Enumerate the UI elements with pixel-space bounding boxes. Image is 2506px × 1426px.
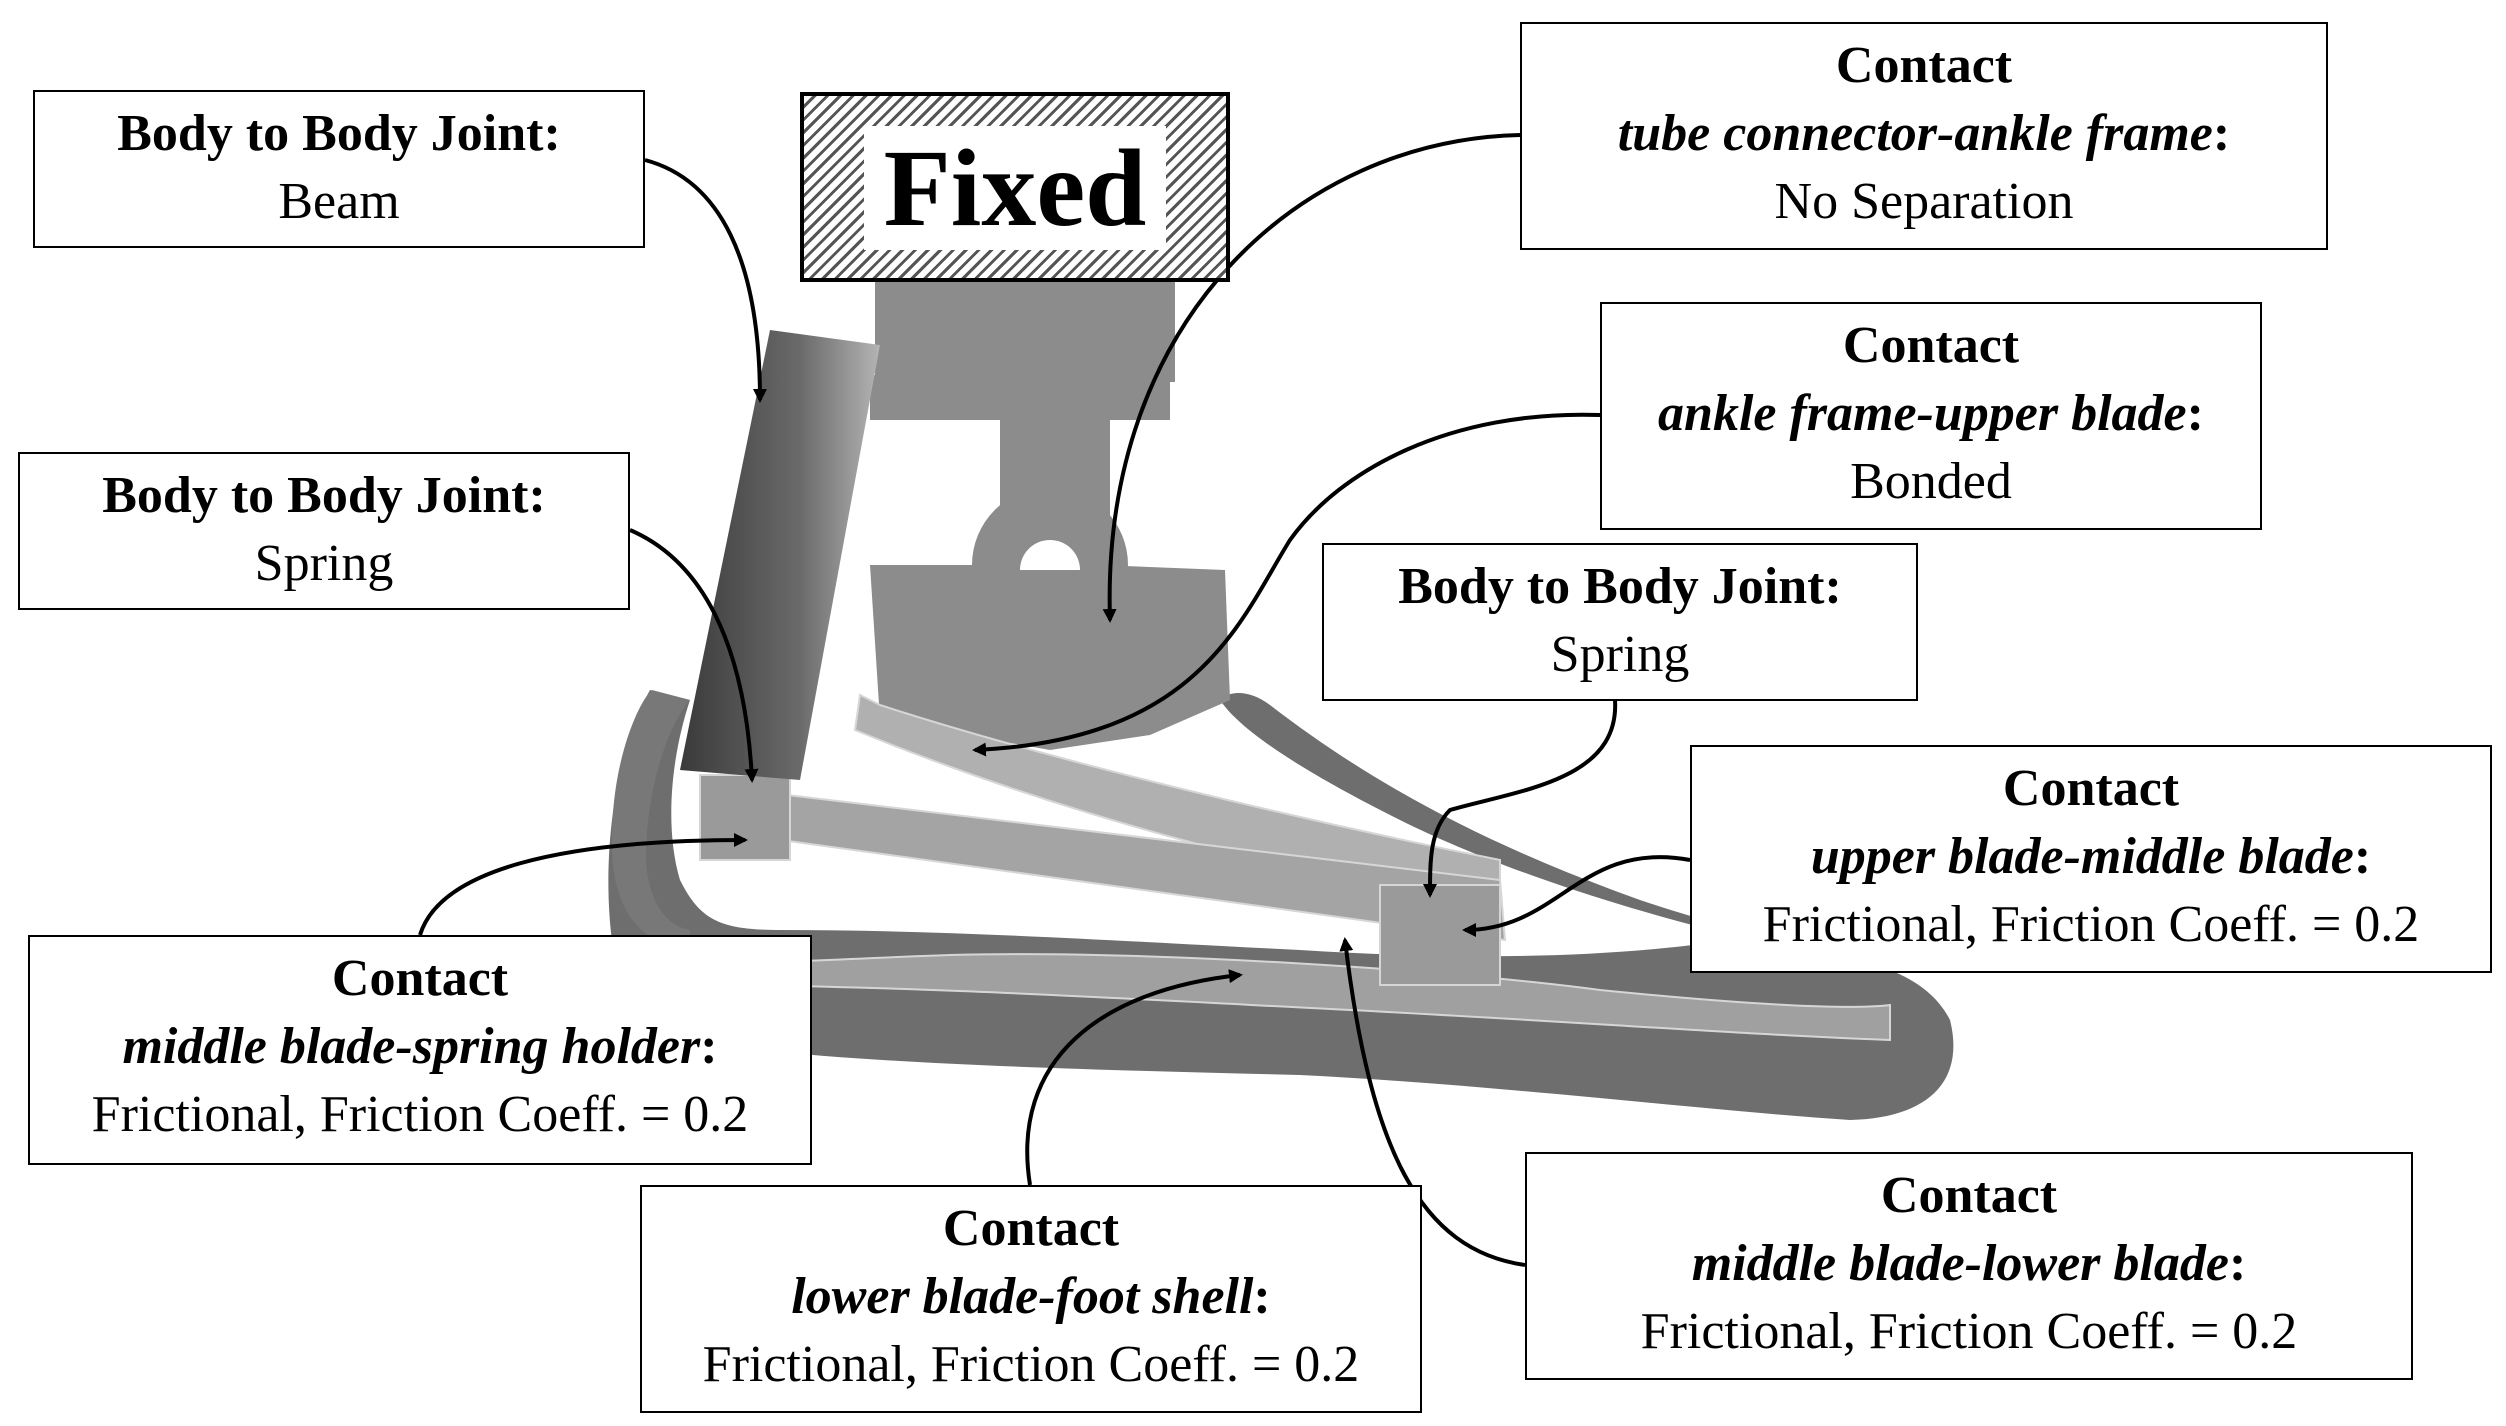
- tube-connector: [875, 282, 1175, 382]
- label-value: No Separation: [1774, 173, 2074, 230]
- arrow-joint-spring-2: [1423, 699, 1618, 898]
- arrow-joint-beam: [644, 158, 767, 403]
- label-value: Frictional, Friction Coeff. = 0.2: [91, 1086, 749, 1143]
- label-contact-middle: Contact middle blade-lower blade: Fricti…: [1525, 1152, 2413, 1380]
- label-title: Body to Body Joint:: [1398, 558, 1842, 615]
- arrow-joint-spring-1: [629, 528, 759, 783]
- label-subject: upper blade-middle blade: [1810, 828, 2354, 885]
- label-title: Contact: [331, 950, 509, 1007]
- label-title: Body to Body Joint:: [102, 467, 546, 524]
- label-subject: middle blade-lower blade: [1691, 1235, 2229, 1292]
- label-joint-spring-1: Body to Body Joint: Spring: [18, 452, 630, 610]
- label-contact-lower: Contact lower blade-foot shell: Friction…: [640, 1185, 1422, 1413]
- spring-holder: [699, 774, 791, 861]
- label-title: Contact: [1880, 1167, 2058, 1224]
- label-title: Contact: [942, 1200, 1120, 1257]
- label-value: Spring: [1550, 626, 1690, 683]
- label-subject: middle blade-spring holder: [122, 1018, 701, 1075]
- label-value: Frictional, Friction Coeff. = 0.2: [1640, 1303, 2298, 1360]
- fixed-label: Fixed: [864, 126, 1166, 250]
- ankle-frame-flange: [870, 375, 1170, 420]
- label-contact-upper: Contact upper blade-middle blade: Fricti…: [1690, 745, 2492, 973]
- arrow-contact-ankle: [972, 412, 1601, 757]
- arrow-contact-middle: [1339, 937, 1526, 1267]
- arrow-contact-lower: [1025, 969, 1243, 1186]
- label-value: Spring: [254, 535, 394, 592]
- label-contact-ankle: Contact ankle frame-upper blade: Bonded: [1600, 302, 2262, 530]
- ankle-frame-body: [870, 565, 1230, 750]
- arrow-contact-upper: [1462, 855, 1691, 937]
- label-joint-spring-2: Body to Body Joint: Spring: [1322, 543, 1918, 701]
- label-subject: tube connector-ankle frame: [1617, 105, 2213, 162]
- label-subject: ankle frame-upper blade: [1658, 385, 2187, 442]
- label-title: Contact: [2002, 760, 2180, 817]
- label-title: Body to Body Joint:: [117, 105, 561, 162]
- label-title: Contact: [1835, 37, 2013, 94]
- heel-strip: [611, 690, 690, 950]
- lower-blade: [638, 953, 1891, 1042]
- label-contact-tube: Contact tube connector-ankle frame: No S…: [1520, 22, 2328, 250]
- fixed-support: Fixed: [800, 92, 1230, 282]
- ankle-frame-cap: [1020, 540, 1080, 570]
- label-subject: lower blade-foot shell: [791, 1268, 1254, 1325]
- label-joint-beam: Body to Body Joint: Beam: [33, 90, 645, 248]
- label-title: Contact: [1842, 317, 2020, 374]
- label-value: Frictional, Friction Coeff. = 0.2: [1762, 896, 2420, 953]
- forefoot-spring-block: [1379, 884, 1501, 986]
- label-value: Beam: [278, 173, 400, 230]
- label-value: Frictional, Friction Coeff. = 0.2: [702, 1336, 1360, 1393]
- beam-tube: [680, 330, 880, 780]
- label-contact-spring: Contact middle blade-spring holder: Fric…: [28, 935, 812, 1165]
- label-value: Bonded: [1850, 453, 2012, 510]
- arrow-contact-spring: [418, 833, 748, 936]
